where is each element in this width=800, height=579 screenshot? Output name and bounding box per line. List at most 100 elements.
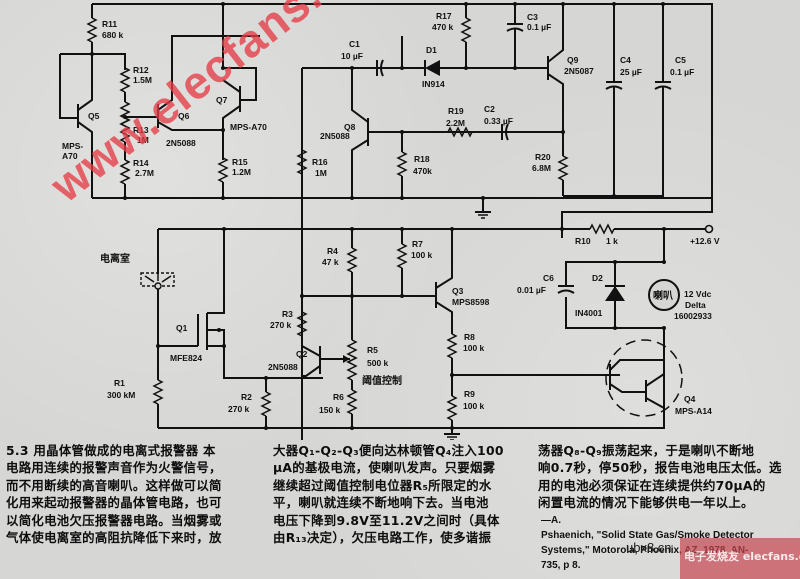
q5-part-line2: A70 bbox=[62, 151, 78, 161]
q8-label: Q8 bbox=[344, 122, 356, 132]
reference-line: 735, p 8. bbox=[541, 560, 581, 571]
resistor-r15 bbox=[218, 157, 228, 183]
svg-text:R20: R20 bbox=[535, 152, 551, 162]
svg-text:150 k: 150 k bbox=[319, 405, 341, 415]
svg-text:C3: C3 bbox=[527, 12, 538, 22]
svg-text:C4: C4 bbox=[620, 55, 631, 65]
ion-chamber-label: 电离室 bbox=[100, 252, 130, 265]
svg-text:0.33 µF: 0.33 µF bbox=[484, 116, 513, 126]
horn-symbol-label: 喇叭 bbox=[653, 289, 673, 302]
svg-text:R15: R15 bbox=[232, 157, 248, 167]
svg-text:470k: 470k bbox=[413, 166, 432, 176]
ion-chamber-icon bbox=[140, 272, 175, 290]
svg-text:C6: C6 bbox=[543, 273, 554, 283]
q8-part: 2N5088 bbox=[320, 131, 350, 141]
diode-d1 bbox=[424, 60, 440, 76]
reference-line: Systems," Motorola, Phoenix, AZ, 1978, A… bbox=[541, 545, 749, 556]
resistor-r19 bbox=[447, 127, 473, 137]
svg-text:R8: R8 bbox=[464, 332, 475, 342]
svg-text:R6: R6 bbox=[333, 392, 344, 402]
resistor-r8 bbox=[447, 333, 457, 359]
q3-part: MPS8598 bbox=[452, 297, 490, 307]
horn-spec-part: 16002933 bbox=[674, 311, 712, 321]
resistor-r17 bbox=[461, 17, 471, 43]
svg-text:R17: R17 bbox=[436, 11, 452, 21]
svg-text:1M: 1M bbox=[137, 135, 149, 145]
q2-label: Q2 bbox=[296, 349, 308, 359]
resistor-r9 bbox=[447, 395, 457, 421]
circuit-schematic: R11 680 k Q5 MPS- A70 R12 1.5M R13 1M R1… bbox=[59, 2, 720, 440]
resistor-r4 bbox=[347, 247, 357, 273]
svg-text:300 kM: 300 kM bbox=[107, 390, 135, 400]
supply-voltage-label: +12.6 V bbox=[690, 236, 720, 246]
caption-line: 化用来起动报警器的晶体管电路，也可 bbox=[6, 495, 222, 511]
reference-block: —A. Pshaenich, "Solid State Gas/Smoke De… bbox=[541, 513, 796, 573]
capacitor-c5 bbox=[563, 4, 672, 197]
q5-label: Q5 bbox=[88, 111, 100, 121]
svg-text:470 k: 470 k bbox=[432, 22, 454, 32]
svg-text:100 k: 100 k bbox=[463, 343, 485, 353]
undervoltage-oscillator-section: R11 680 k Q5 MPS- A70 R12 1.5M R13 1M R1… bbox=[59, 2, 713, 440]
svg-text:IN4001: IN4001 bbox=[575, 308, 603, 318]
q1-label: Q1 bbox=[176, 323, 188, 333]
caption-line: 电压下降到9.8V至11.2V之间时（具体 bbox=[273, 512, 500, 528]
caption-line: µA的基极电流，使喇叭发声。只要烟雾 bbox=[273, 460, 496, 476]
svg-text:C5: C5 bbox=[675, 55, 686, 65]
detector-section: 电离室 Q1 MFE824 R1 300 kM R2 270 k bbox=[100, 229, 712, 440]
source-stamp: 电子发烧友 elecfans.com bbox=[680, 538, 800, 579]
svg-text:1.2M: 1.2M bbox=[232, 167, 251, 177]
svg-text:0.01 µF: 0.01 µF bbox=[517, 285, 546, 295]
caption-column-2: 大器Q₁-Q₂-Q₃便向达林顿管Q₄注入100 µA的基极电流，使喇叭发声。只要… bbox=[273, 442, 535, 546]
svg-text:R2: R2 bbox=[241, 392, 252, 402]
svg-text:270 k: 270 k bbox=[228, 404, 250, 414]
supply-section: R10 1 k +12.6 V bbox=[158, 224, 720, 246]
q4-part: MPS-A14 bbox=[675, 406, 712, 416]
caption-line: 平，喇叭就连续不断地响下去。当电池 bbox=[273, 495, 489, 511]
resistor-r16 bbox=[297, 149, 307, 175]
caption-line: 电路用连续的报警声音作为火警信号， bbox=[6, 460, 222, 476]
caption-line: 以简化电池欠压报警器电路。当烟雾或 bbox=[6, 512, 222, 528]
svg-text:D1: D1 bbox=[426, 45, 437, 55]
svg-text:R19: R19 bbox=[448, 106, 464, 116]
q9-part: 2N5087 bbox=[564, 66, 594, 76]
diode-d2 bbox=[605, 285, 625, 301]
svg-text:D2: D2 bbox=[592, 273, 603, 283]
capacitor-c4 bbox=[605, 4, 623, 196]
svg-text:R3: R3 bbox=[282, 309, 293, 319]
caption-column-1: 5.3 用晶体管做成的电离式报警器 本 电路用连续的报警声音作为火警信号， 而不… bbox=[6, 442, 268, 546]
svg-text:R14: R14 bbox=[133, 158, 149, 168]
r11-value: 680 k bbox=[102, 30, 124, 40]
caption-line: 继续超过阈值控制电位器R₅所限定的水 bbox=[273, 477, 492, 493]
resistor-r3 bbox=[297, 311, 307, 337]
caption-column-3: 荡器Q₈-Q₉振荡起来，于是喇叭不断地 响0.7秒，停50秒，报告电池电压太低。… bbox=[538, 442, 800, 512]
svg-text:R1: R1 bbox=[114, 378, 125, 388]
svg-text:500 k: 500 k bbox=[367, 358, 389, 368]
horn-spec-brand: Delta bbox=[685, 300, 706, 310]
svg-text:100 k: 100 k bbox=[463, 401, 485, 411]
q7-part: MPS-A70 bbox=[230, 122, 267, 132]
resistor-r1 bbox=[153, 379, 163, 405]
resistor-r7 bbox=[397, 243, 407, 269]
threshold-control-label: 阈值控制 bbox=[362, 374, 402, 387]
caption-line: 闲置电流的情况下能够供电一年以上。 bbox=[538, 495, 754, 511]
resistor-r18 bbox=[397, 151, 407, 177]
q7-label: Q7 bbox=[216, 95, 228, 105]
svg-text:R16: R16 bbox=[312, 157, 328, 167]
q2-part: 2N5088 bbox=[268, 362, 298, 372]
svg-text:1 k: 1 k bbox=[606, 236, 618, 246]
darlington-q4 bbox=[605, 328, 683, 417]
resistor-r11 bbox=[87, 17, 97, 43]
svg-text:R9: R9 bbox=[464, 389, 475, 399]
svg-text:25 µF: 25 µF bbox=[620, 67, 642, 77]
svg-text:6.8M: 6.8M bbox=[532, 163, 551, 173]
q3-label: Q3 bbox=[452, 286, 464, 296]
horn-spec-voltage: 12 Vdc bbox=[684, 289, 712, 299]
svg-text:R5: R5 bbox=[367, 345, 378, 355]
supply-terminal bbox=[704, 224, 714, 234]
q6-label: Q6 bbox=[178, 111, 190, 121]
svg-text:IN914: IN914 bbox=[422, 79, 445, 89]
svg-text:0.1 µF: 0.1 µF bbox=[670, 67, 694, 77]
caption-line: 由R₁₃决定），欠压电路工作，使多谐振 bbox=[273, 530, 492, 546]
svg-text:47 k: 47 k bbox=[322, 257, 339, 267]
svg-text:R10: R10 bbox=[575, 236, 591, 246]
